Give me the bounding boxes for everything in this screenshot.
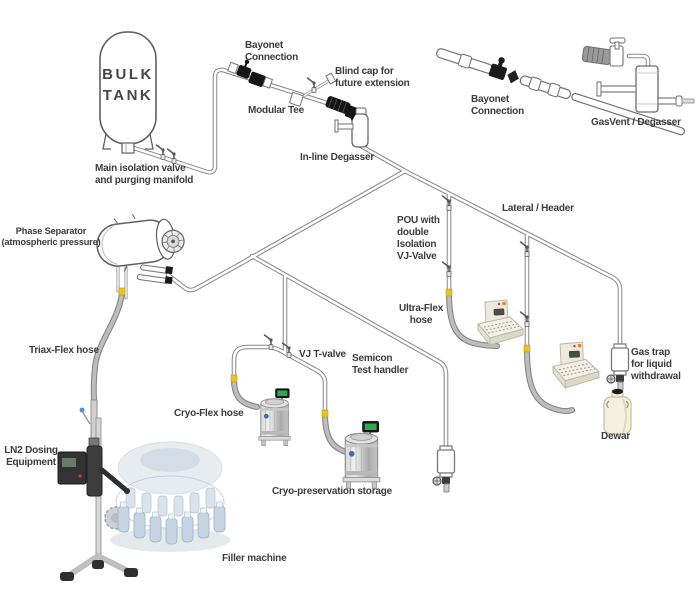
label-ultra-flex-hose: Ultra-Flex hose	[398, 303, 444, 326]
label-inline-degasser: In-line Degasser	[300, 152, 375, 163]
label-main-isolation-valve: Main isolation valve and purging manifol…	[95, 163, 194, 186]
label-ln2-dosing: LN2 Dosing Equipment	[4, 445, 58, 468]
warning-band-icon	[230, 374, 238, 383]
label-triax-flex-hose: Triax-Flex hose	[29, 345, 99, 356]
inline-degasser-graphic	[325, 96, 369, 148]
warning-band-icon	[445, 288, 453, 297]
label-lateral-header: Lateral / Header	[502, 203, 574, 214]
blind-cap-fitting	[325, 72, 337, 85]
controller-box	[57, 451, 87, 485]
warning-bands	[118, 287, 531, 418]
label-vj-t-valve: VJ T-valve	[299, 349, 346, 360]
bayonet-connection-graphic	[436, 48, 686, 136]
label-pou-valve: POU with double Isolation VJ-Valve	[397, 215, 440, 262]
dewar-graphic	[603, 388, 632, 435]
label-bayonet-connection-detail: Bayonet Connection	[471, 94, 524, 117]
label-cryo-preservation-storage: Cryo-preservation storage	[272, 486, 393, 497]
label-semicon-test-handler: Semicon Test handler	[352, 353, 409, 376]
label-gasvent-degasser: GasVent / Degasser	[591, 117, 681, 128]
bayonet-fittings	[227, 59, 274, 89]
label-cryo-flex-hose: Cryo-Flex hose	[174, 408, 244, 419]
ln2-doser-graphic	[57, 399, 138, 581]
bottle-row-front	[117, 505, 226, 545]
modular-tee-fitting	[288, 91, 304, 107]
cryo-vessel-1	[258, 387, 291, 447]
gas-trap-graphic-middle	[432, 445, 456, 493]
filler-machine-graphic	[104, 441, 230, 552]
warning-band-icon	[321, 409, 329, 418]
semicon-handler-1	[477, 299, 524, 346]
label-phase-separator: Phase Separator (atmospheric pressure)	[1, 226, 101, 248]
semicon-handler-2	[552, 341, 600, 389]
label-gas-trap: Gas trap for liquid withdrawal	[631, 347, 681, 382]
gas-trap-graphic-right	[606, 343, 630, 391]
bulk-tank-graphic	[99, 31, 157, 154]
warning-band-icon	[118, 287, 126, 296]
label-modular-tee: Modular Tee	[248, 105, 304, 116]
label-bayonet-connection-main: Bayonet Connection	[245, 40, 298, 63]
blind-cap-valve-icon	[306, 77, 317, 94]
pipe-network	[116, 56, 648, 452]
controller-display	[62, 458, 76, 467]
label-dewar: Dewar	[601, 431, 631, 442]
label-filler-machine: Filler machine	[222, 553, 287, 564]
cryo-vessel-2	[342, 420, 381, 490]
warning-band-icon	[523, 344, 531, 353]
phase-separator-graphic	[96, 213, 185, 285]
west-header-pipe	[168, 171, 405, 290]
label-bulk-tank: BULK TANK	[102, 66, 154, 104]
valves	[155, 77, 530, 359]
label-blind-cap: Blind cap for future extension	[335, 66, 410, 89]
gasvent-degasser-graphic	[581, 37, 695, 113]
blue-valve-knob-icon	[79, 407, 85, 413]
